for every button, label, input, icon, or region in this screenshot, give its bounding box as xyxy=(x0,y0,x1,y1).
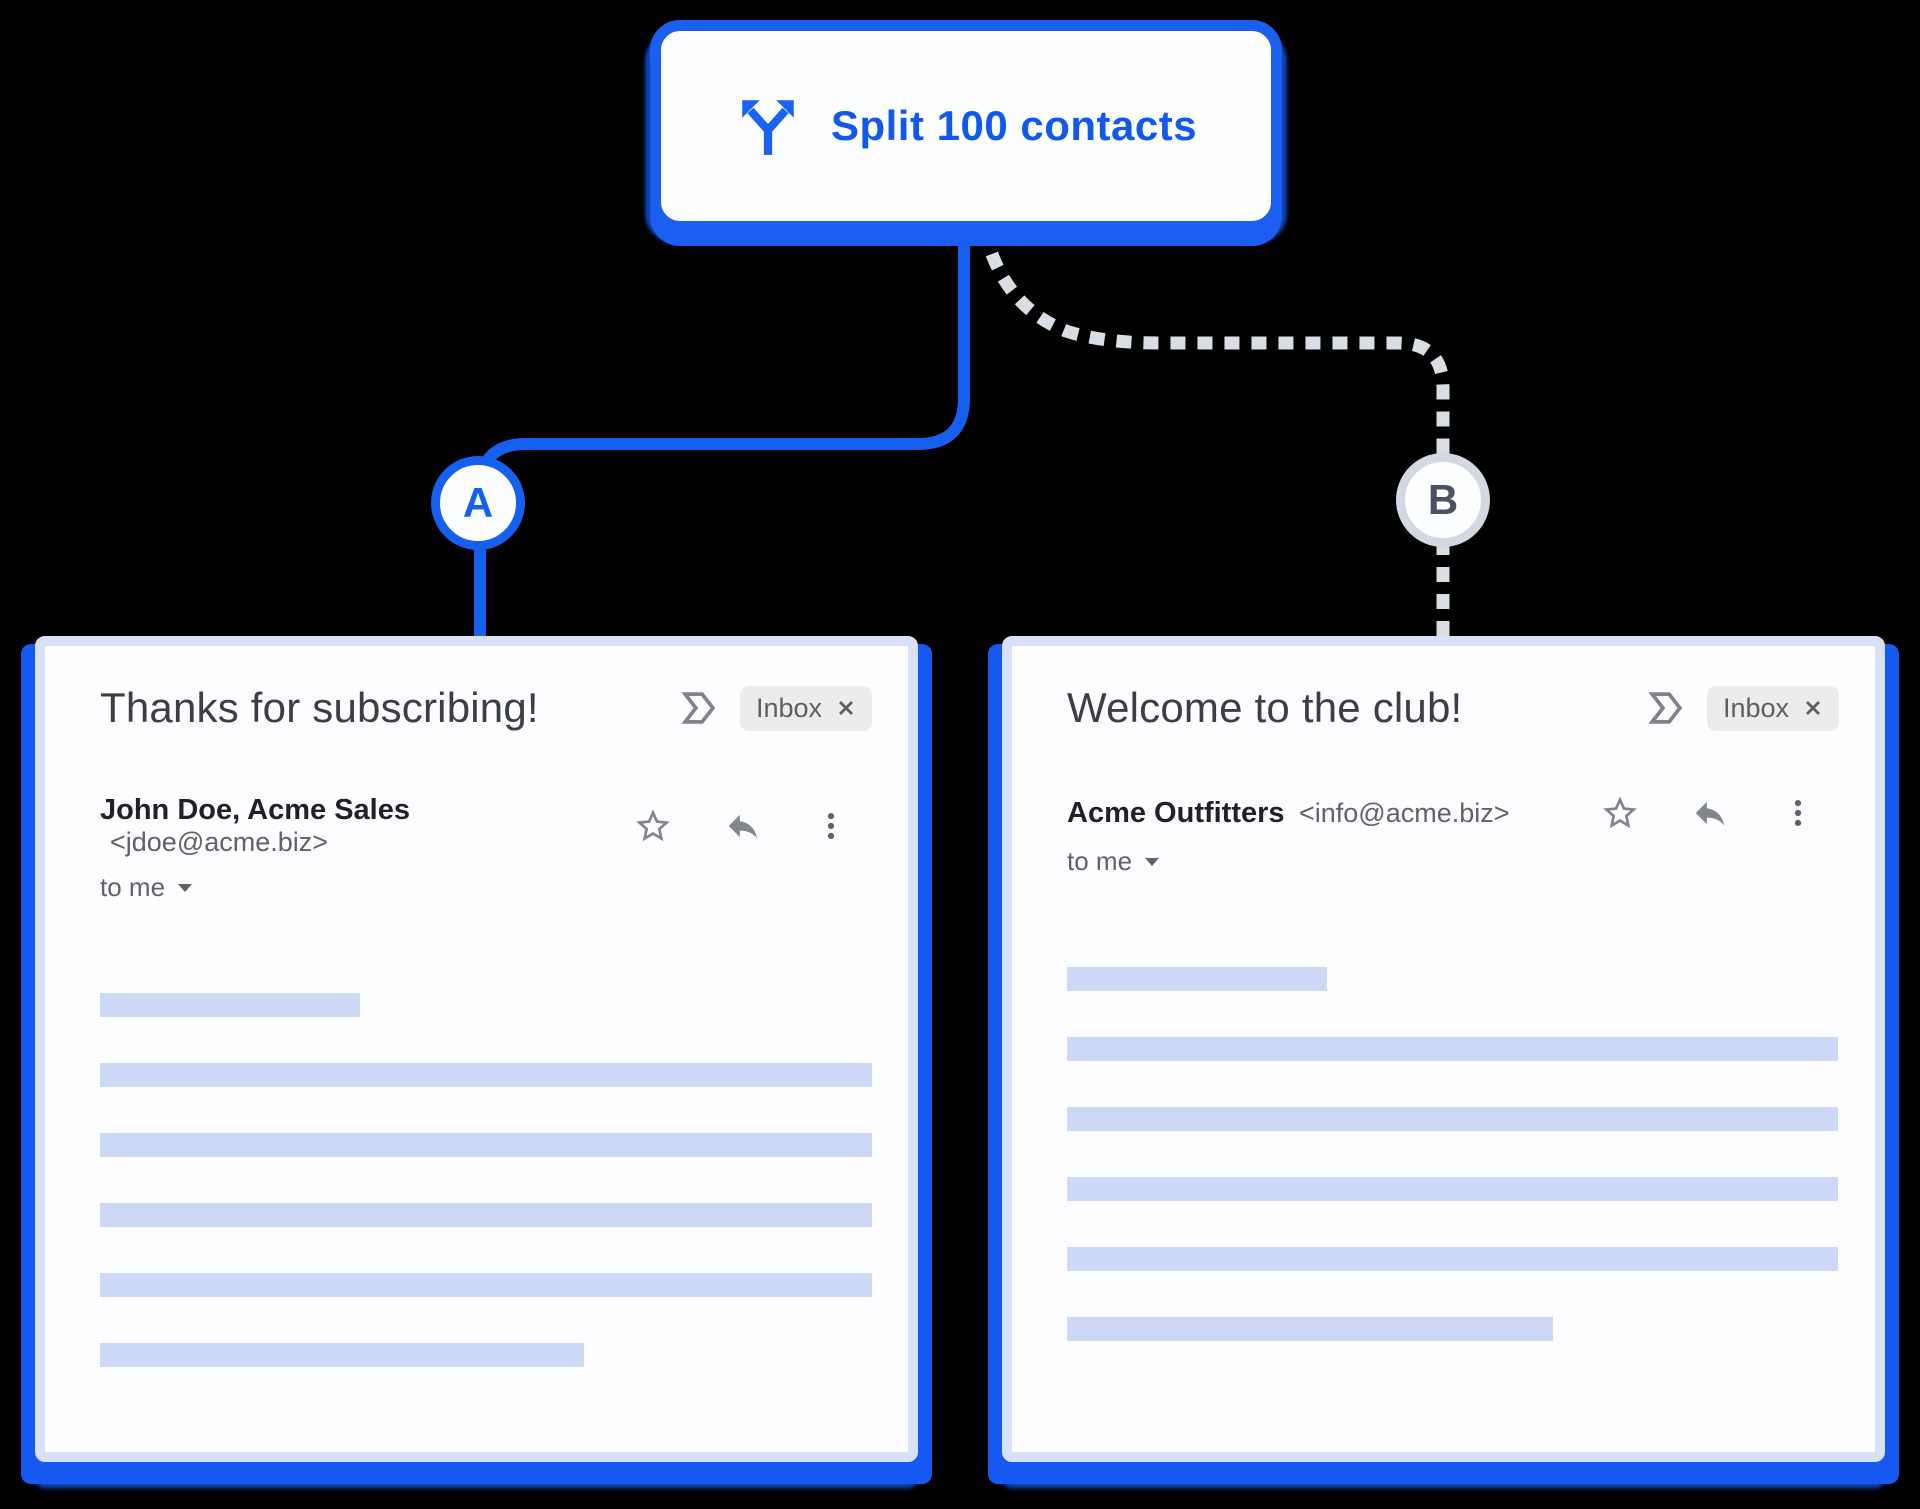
sender-line: Acme Outfitters <info@acme.biz> xyxy=(1067,797,1510,830)
email-subject: Welcome to the club! xyxy=(1067,684,1463,731)
placeholder-text-bar xyxy=(100,1343,584,1367)
inbox-label-text: Inbox xyxy=(1722,692,1789,723)
placeholder-text-bar xyxy=(100,1063,872,1087)
more-vert-icon[interactable] xyxy=(1781,794,1815,832)
reply-icon[interactable] xyxy=(724,807,762,845)
inbox-label-text: Inbox xyxy=(755,692,822,723)
remove-label-icon[interactable] xyxy=(836,698,856,718)
branch-a-label: A xyxy=(462,479,494,526)
placeholder-text-bar xyxy=(1067,1037,1838,1061)
placeholder-text-bar xyxy=(1067,967,1327,991)
important-marker-icon[interactable] xyxy=(1647,691,1685,725)
branch-b-line xyxy=(977,226,1450,470)
sender-email: <info@acme.biz> xyxy=(1299,797,1510,828)
recipient-label: to me xyxy=(100,872,166,902)
star-icon[interactable] xyxy=(634,807,672,845)
placeholder-text-bar xyxy=(1067,1107,1838,1131)
inbox-label-badge[interactable]: Inbox xyxy=(1706,685,1839,731)
recipient-row[interactable]: to me xyxy=(1067,846,1839,877)
branch-a-badge: A xyxy=(431,456,525,550)
sender-line: John Doe, Acme Sales <jdoe@acme.biz> xyxy=(100,794,634,858)
split-node-label: Split 100 contacts xyxy=(830,102,1198,149)
email-preview-a: Thanks for subscribing! Inbox xyxy=(35,636,918,1462)
sender-name: Acme Outfitters xyxy=(1067,796,1285,829)
more-vert-icon[interactable] xyxy=(814,807,848,845)
branch-b-badge: B xyxy=(1396,453,1490,547)
important-marker-icon[interactable] xyxy=(680,691,718,725)
placeholder-text-bar xyxy=(1067,1317,1553,1341)
recipient-label: to me xyxy=(1067,846,1133,876)
star-icon[interactable] xyxy=(1601,794,1639,832)
email-body-placeholder xyxy=(100,993,872,1367)
email-subject: Thanks for subscribing! xyxy=(100,684,539,731)
placeholder-text-bar xyxy=(1067,1247,1838,1271)
email-preview-b: Welcome to the club! Inbox xyxy=(1002,636,1885,1462)
branch-b-label: B xyxy=(1427,476,1459,523)
split-node[interactable]: Split 100 contacts xyxy=(650,20,1282,232)
placeholder-text-bar xyxy=(100,1203,872,1227)
branch-a-line xyxy=(474,205,970,520)
placeholder-text-bar xyxy=(100,993,360,1017)
sender-name: John Doe, Acme Sales xyxy=(100,794,410,826)
placeholder-text-bar xyxy=(1067,1177,1838,1201)
inbox-label-badge[interactable]: Inbox xyxy=(739,685,872,731)
split-arrows-icon xyxy=(735,93,801,159)
placeholder-text-bar xyxy=(100,1133,872,1157)
email-body-placeholder xyxy=(1067,967,1839,1341)
placeholder-text-bar xyxy=(100,1273,872,1297)
chevron-down-icon xyxy=(1144,857,1160,867)
recipient-row[interactable]: to me xyxy=(100,872,872,903)
chevron-down-icon xyxy=(177,883,193,893)
remove-label-icon[interactable] xyxy=(1803,698,1823,718)
sender-email: <jdoe@acme.biz> xyxy=(110,827,329,857)
reply-icon[interactable] xyxy=(1691,794,1729,832)
